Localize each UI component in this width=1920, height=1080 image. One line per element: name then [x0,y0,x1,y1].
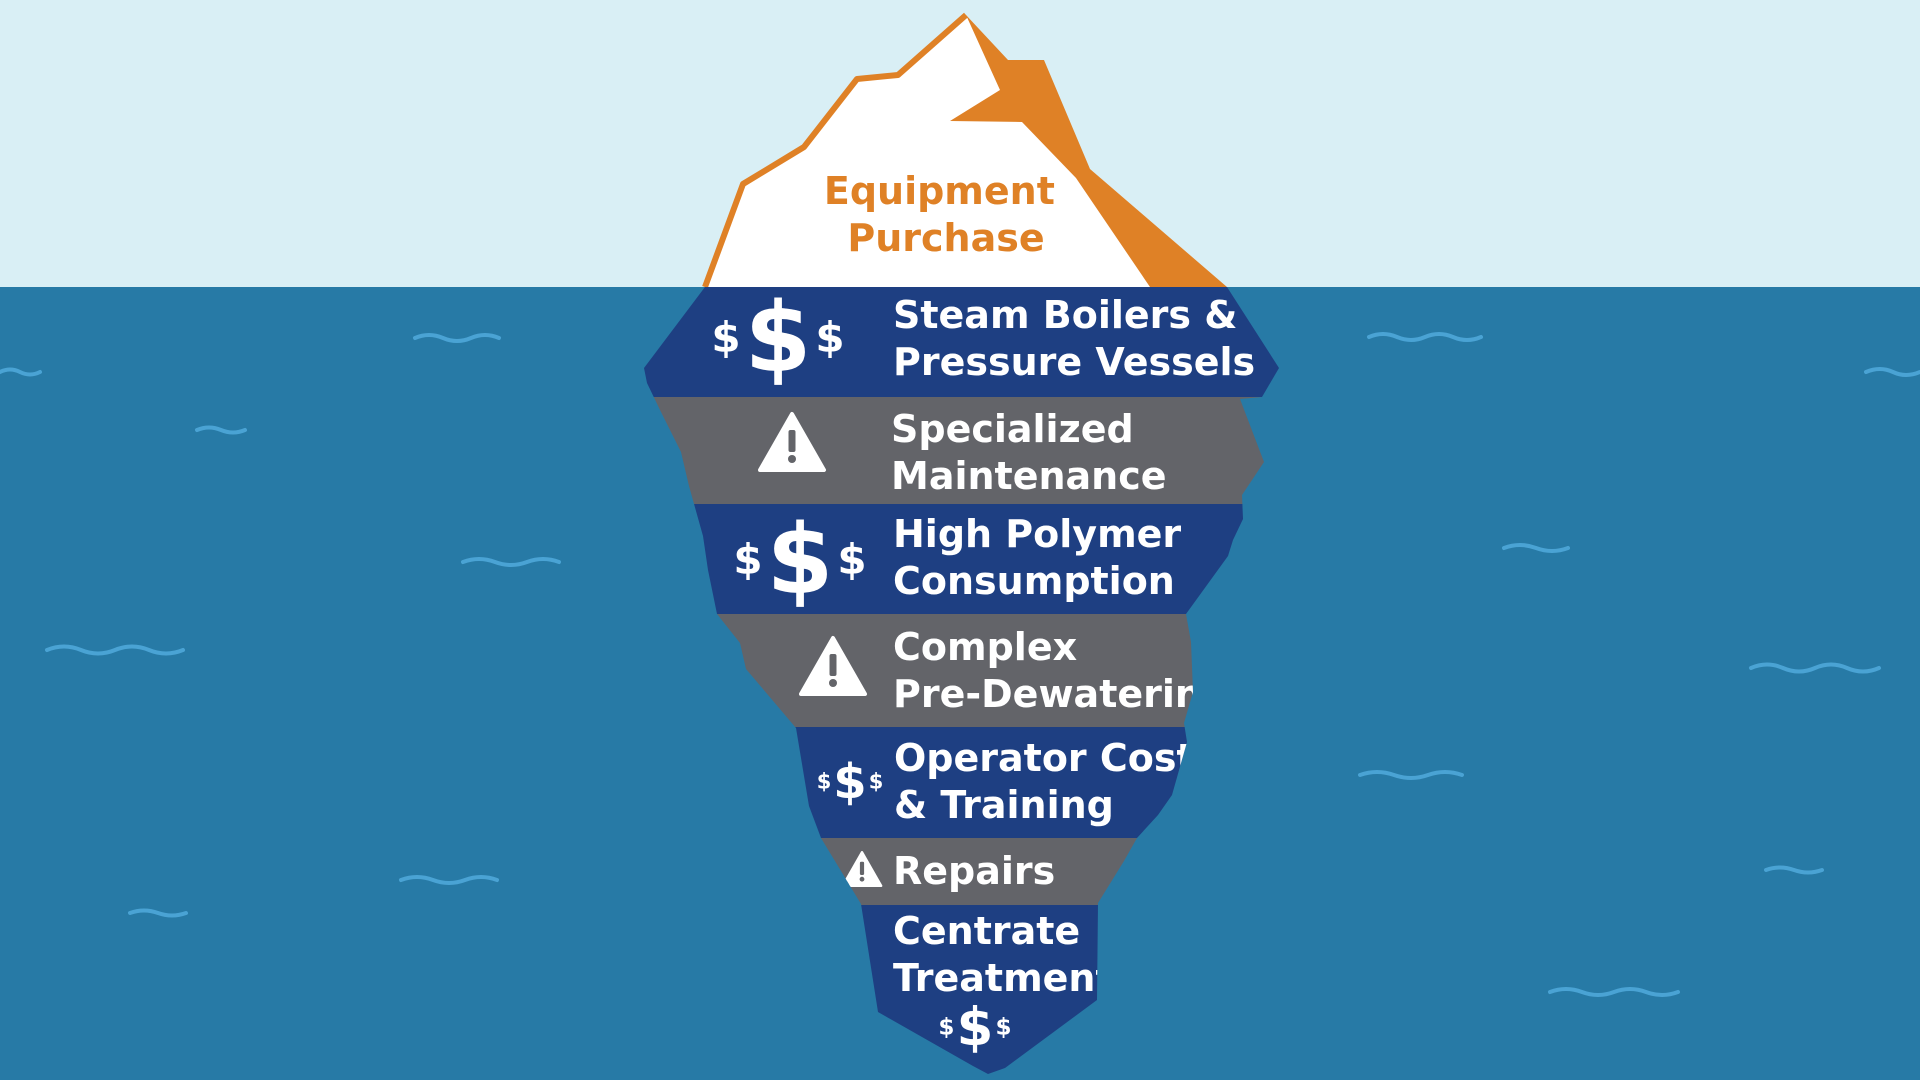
wave [128,908,188,918]
band-label-line2: Maintenance [891,454,1167,498]
band-background [644,397,1279,504]
dollar-signs-icon: $$$ [817,754,884,810]
tip-label-line1: Equipment [824,169,1055,213]
wave [1358,770,1464,780]
band-label-line1: Steam Boilers & [893,293,1237,337]
band-label-line2: Consumption [893,559,1175,603]
band-label-line1: Centrate [893,909,1080,953]
warning-icon [841,851,883,887]
wave [1367,332,1483,342]
band-label-line2: Pressure Vessels [893,340,1255,384]
wave [1502,543,1570,553]
band-label-line1: Complex [893,625,1077,669]
tip-label: Equipment Purchase [824,169,1068,260]
wave [461,557,561,567]
wave [413,333,501,343]
wave [195,425,247,435]
wave [1864,367,1920,377]
wave [399,875,499,885]
dollar-signs-icon: $$$ [733,504,866,616]
warning-icon [758,412,826,472]
dollar-signs-icon: $$$ [938,997,1011,1058]
tip-ice [705,15,1227,287]
band-label-line1: Repairs [893,849,1055,893]
svg-text:$: $ [938,1014,954,1040]
svg-text:$: $ [817,770,832,794]
band-label-line2: & Training [894,783,1114,827]
tip-shadow [950,15,1227,287]
wave [1749,662,1881,674]
band-background [644,287,1279,397]
svg-text:$: $ [711,313,740,362]
band-background [644,504,1279,614]
svg-text:$: $ [833,754,866,810]
wave [1548,987,1680,997]
svg-text:$: $ [733,535,762,584]
band-label: Steam Boilers &Pressure Vessels [893,293,1255,384]
wave [45,644,185,656]
band-1: $$$Steam Boilers &Pressure Vessels [644,282,1279,397]
band-label-line1: Operator Costs [894,736,1217,780]
band-label: Operator Costs& Training [894,736,1217,827]
tip-label-line2: Purchase [847,216,1044,260]
svg-text:$: $ [957,997,994,1058]
svg-text:$: $ [996,1014,1012,1040]
svg-text:$: $ [745,282,812,394]
svg-text:$: $ [815,313,844,362]
warning-icon [799,636,867,696]
svg-text:$: $ [869,770,884,794]
waves [0,332,1920,997]
svg-text:$: $ [837,535,866,584]
band-label-line1: Specialized [891,407,1134,451]
wave [1764,865,1824,875]
tip-outline [702,12,968,289]
iceberg-tip: Equipment Purchase [702,12,1227,289]
band-label: Repairs [893,849,1055,893]
wave [0,367,42,377]
svg-text:$: $ [767,504,834,616]
band-label-line1: High Polymer [893,512,1181,556]
band-label-line2: Treatment [893,956,1114,1000]
band-label-line2: Pre-Dewatering [893,672,1229,716]
dollar-signs-icon: $$$ [711,282,844,394]
